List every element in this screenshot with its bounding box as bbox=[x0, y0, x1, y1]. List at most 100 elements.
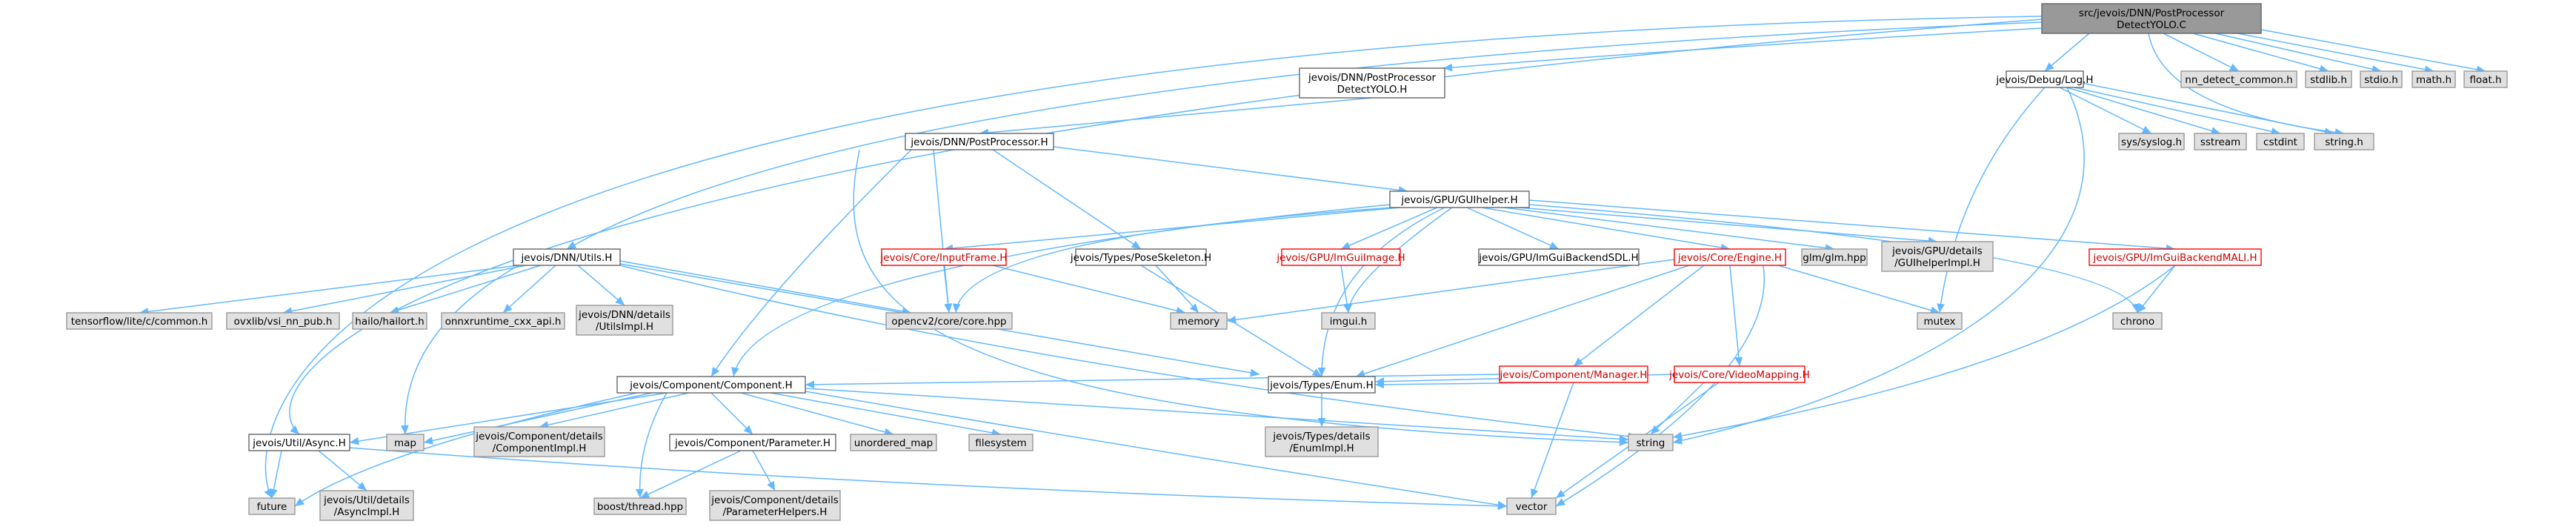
node-box bbox=[1389, 190, 1530, 208]
edge-component-to-unordered_map bbox=[740, 392, 894, 437]
node-label: future bbox=[257, 501, 287, 513]
edge-guihelper-to-glm bbox=[1503, 207, 1835, 252]
node-box bbox=[66, 312, 213, 330]
node-label: onnxruntime_cxx_api.h bbox=[445, 316, 562, 328]
edge-guihelper-to-component bbox=[731, 204, 1391, 377]
node-label: jevois/Types/Enum.H bbox=[1269, 379, 1373, 391]
node-box bbox=[441, 312, 565, 330]
edge-utils_h-to-string bbox=[619, 265, 1638, 441]
node-box bbox=[968, 434, 1034, 451]
node-enum-h[interactable]: jevois/Types/Enum.H bbox=[1268, 376, 1376, 394]
edge-engine-to-memory bbox=[1226, 259, 1675, 324]
node-componentimpl: jevois/Component/details/ComponentImpl.H bbox=[473, 426, 605, 457]
node-label: unordered_map bbox=[854, 437, 933, 449]
node-box bbox=[1299, 67, 1445, 99]
edge-detect_yolo_h-to-postprocessor_h bbox=[979, 97, 1373, 137]
node-filesystem: filesystem bbox=[968, 434, 1034, 451]
node-label: sstream bbox=[2200, 136, 2240, 148]
node-box bbox=[248, 497, 296, 515]
edge-manager-to-component bbox=[805, 374, 1500, 389]
edge-postprocessor_h-to-poseskeleton bbox=[992, 149, 1142, 250]
node-postprocessor-h[interactable]: jevois/DNN/PostProcessor.H bbox=[905, 133, 1054, 150]
edge-root-to-stdio bbox=[2214, 33, 2382, 73]
node-box bbox=[1321, 312, 1376, 330]
edge-root-to-detect_yolo_h bbox=[1442, 27, 2043, 72]
node-nn-detect-common: nn_detect_common.h bbox=[2180, 70, 2297, 88]
node-stdio: stdio.h bbox=[2360, 70, 2403, 88]
edge-utils_h-to-map bbox=[400, 265, 519, 435]
node-label: jevois/Component/details bbox=[475, 431, 603, 443]
edge-postprocessor_h-to-string bbox=[853, 149, 1629, 446]
edge-imguiimage-to-imgui bbox=[1340, 265, 1351, 314]
node-opencv: opencv2/core/core.hpp bbox=[885, 312, 1013, 330]
node-utils-h[interactable]: jevois/DNN/Utils.H bbox=[513, 248, 621, 266]
node-math: math.h bbox=[2412, 70, 2456, 88]
edge-videomapping-to-string bbox=[1650, 382, 1705, 435]
node-label: hailo/hailort.h bbox=[355, 316, 424, 328]
node-box bbox=[709, 490, 841, 521]
node-label: /AsyncImpl.H bbox=[334, 506, 400, 518]
node-label: sys/syslog.h bbox=[2121, 136, 2182, 148]
edge-guihelper-to-engine bbox=[1481, 207, 1731, 252]
node-component[interactable]: jevois/Component/Component.H bbox=[616, 376, 806, 394]
node-label: jevois/GPU/ImGuiImage.H bbox=[1276, 252, 1405, 264]
edge-log_h-to-syslog bbox=[2059, 87, 2152, 134]
node-label: map bbox=[394, 437, 416, 449]
node-imguiimage[interactable]: jevois/GPU/ImGuiImage.H bbox=[1276, 248, 1405, 266]
node-label: jevois/Types/details bbox=[1272, 431, 1370, 443]
node-guihelperimpl: jevois/GPU/details/GUIhelperImpl.H bbox=[1881, 241, 1994, 272]
node-mutex: mutex bbox=[1917, 312, 1963, 330]
node-manager[interactable]: jevois/Component/Manager.H bbox=[1499, 365, 1648, 383]
node-log-h[interactable]: jevois/Debug/Log.H bbox=[1995, 70, 2094, 88]
node-paramhelpers: jevois/Component/details/ParameterHelper… bbox=[709, 490, 841, 521]
node-box bbox=[2412, 70, 2456, 88]
node-inputframe[interactable]: jevois/Core/InputFrame.H bbox=[880, 248, 1008, 266]
node-engine[interactable]: jevois/Core/Engine.H bbox=[1674, 248, 1786, 266]
node-videomapping[interactable]: jevois/Core/VideoMapping.H bbox=[1668, 365, 1810, 383]
edge-log_h-to-cstdint bbox=[2074, 87, 2281, 136]
edge-postprocessor_h-to-component bbox=[710, 149, 912, 377]
node-label: glm/glm.hpp bbox=[1803, 252, 1866, 264]
node-imguimali[interactable]: jevois/GPU/ImGuiBackendMALI.H bbox=[2089, 248, 2262, 266]
node-parameter[interactable]: jevois/Component/Parameter.H bbox=[669, 434, 836, 451]
edge-async-to-vector bbox=[349, 447, 1508, 511]
edge-utils_h-to-opencv bbox=[619, 260, 912, 316]
node-box bbox=[1281, 248, 1401, 266]
node-label: jevois/Component/Manager.H bbox=[1500, 369, 1648, 381]
node-label: jevois/Component/Parameter.H bbox=[674, 437, 831, 449]
edge-imguimali-to-string bbox=[1672, 265, 2176, 440]
node-poseskeleton[interactable]: jevois/Types/PoseSkeleton.H bbox=[1070, 248, 1211, 266]
edge-root-to-log_h bbox=[2044, 33, 2090, 72]
edge-utils_h-to-hailo bbox=[389, 265, 542, 314]
node-label: cstdint bbox=[2263, 136, 2297, 148]
node-label: math.h bbox=[2416, 74, 2452, 86]
edge-component-to-vector bbox=[805, 391, 1508, 509]
edge-root-to-utils_h bbox=[566, 21, 2043, 250]
node-glm: glm/glm.hpp bbox=[1801, 248, 1868, 266]
node-label: jevois/Core/InputFrame.H bbox=[880, 252, 1008, 264]
edge-utils_h-to-vsi bbox=[282, 265, 527, 315]
node-label: jevois/GPU/details bbox=[1891, 245, 1983, 257]
node-enumimpl: jevois/Types/details/EnumImpl.H bbox=[1265, 426, 1379, 457]
node-imguisdl[interactable]: jevois/GPU/ImGuiBackendSDL.H bbox=[1478, 248, 1640, 266]
edge-component-to-string bbox=[805, 388, 1629, 443]
node-guihelper[interactable]: jevois/GPU/GUIhelper.H bbox=[1389, 190, 1530, 208]
node-label: nn_detect_common.h bbox=[2185, 74, 2292, 86]
node-asyncimpl: jevois/Util/details/AsyncImpl.H bbox=[319, 490, 414, 521]
edge-parameter-to-paramhelpers bbox=[752, 450, 776, 491]
node-async[interactable]: jevois/Util/Async.H bbox=[248, 434, 350, 451]
edge-engine-to-mutex bbox=[1777, 265, 1940, 314]
node-map: map bbox=[386, 434, 425, 451]
node-label: src/jevois/DNN/PostProcessor bbox=[2079, 7, 2225, 19]
node-box bbox=[881, 248, 1007, 266]
node-box bbox=[2305, 70, 2352, 88]
node-box bbox=[248, 434, 350, 451]
node-box bbox=[1917, 312, 1963, 330]
node-label: stdio.h bbox=[2364, 74, 2398, 86]
node-label: string bbox=[1637, 437, 1665, 449]
node-box bbox=[1801, 248, 1868, 266]
node-label: jevois/Component/Component.H bbox=[629, 379, 792, 391]
node-box bbox=[2194, 133, 2247, 150]
